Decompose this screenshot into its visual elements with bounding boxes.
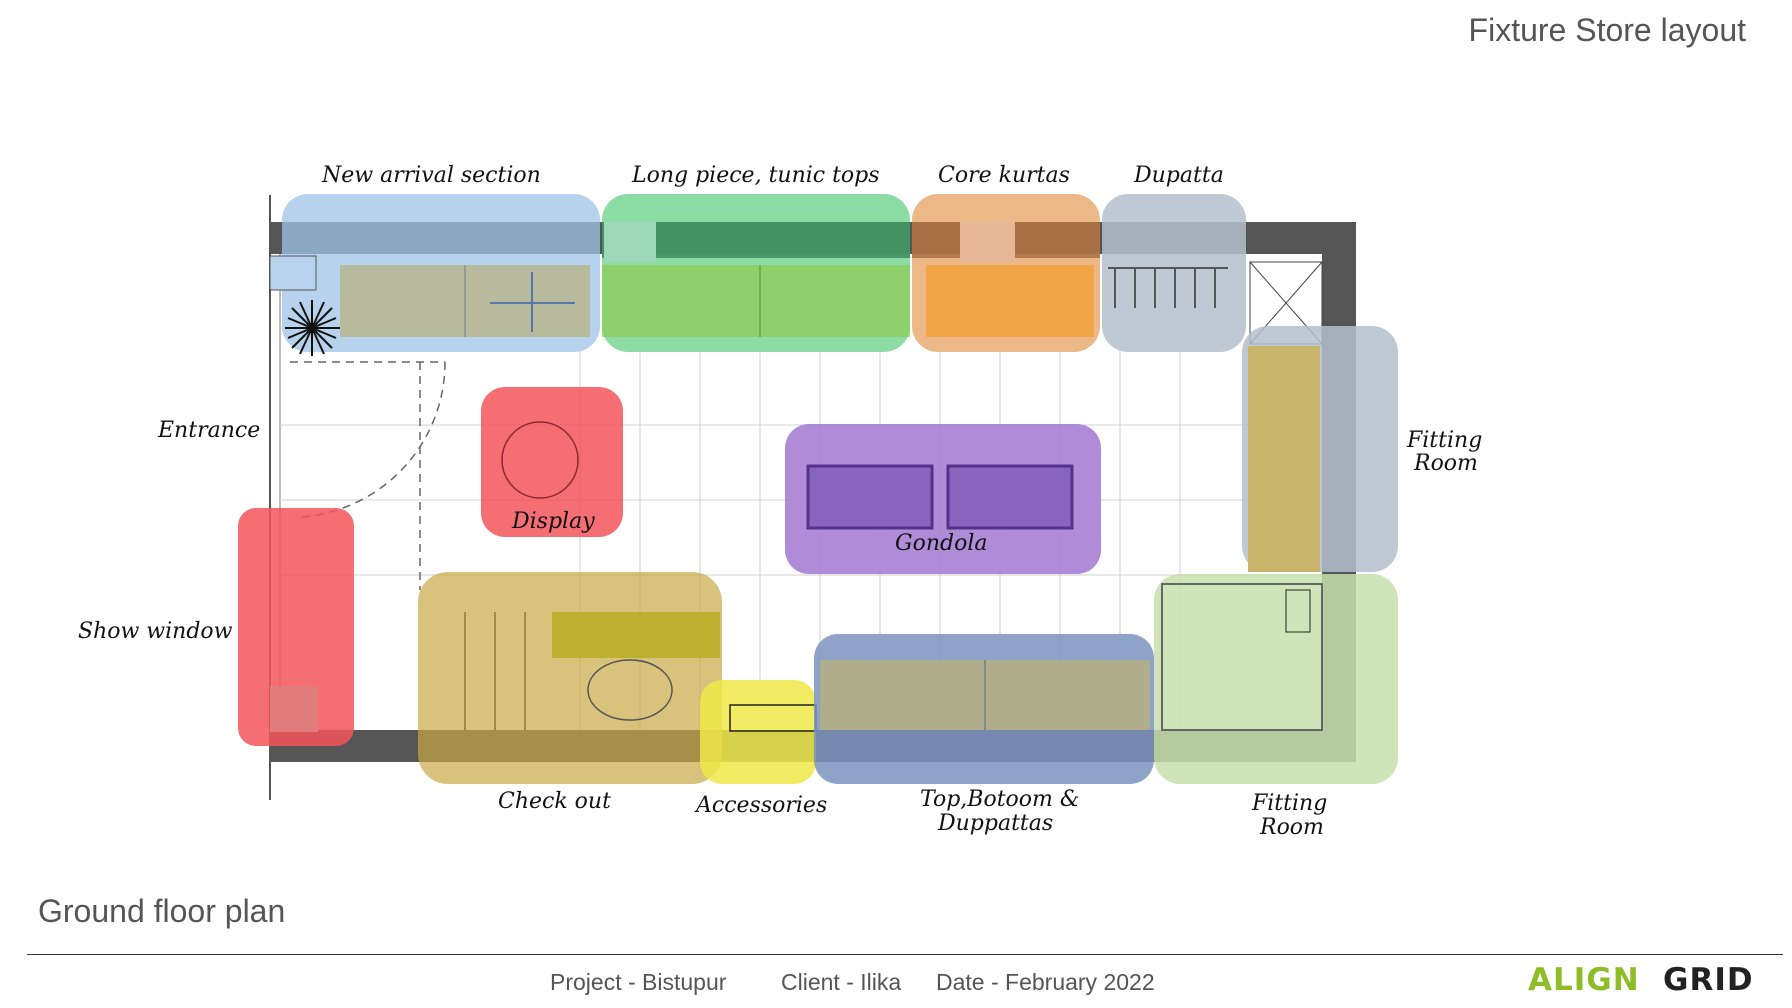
label-display: Display: [511, 509, 595, 534]
plant-icon: [285, 300, 340, 356]
label-long-piece: Long piece, tunic tops: [631, 163, 880, 188]
label-show-window: Show window: [78, 619, 233, 644]
zone-accessories: [700, 680, 817, 784]
zone-show-window: [238, 508, 354, 746]
footer-client: Client - Ilika: [781, 969, 902, 995]
footer-date: Date - February 2022: [936, 969, 1155, 995]
label-fitting-room-1-line2: Room: [1413, 451, 1478, 476]
align-grid-logo: ALIGN GRID: [1528, 962, 1754, 996]
label-dupatta: Dupatta: [1133, 163, 1224, 188]
zone-core-kurtas: [912, 194, 1100, 352]
label-check-out: Check out: [498, 789, 611, 814]
logo-align: ALIGN: [1528, 962, 1640, 996]
zone-display: [481, 387, 623, 537]
floor-plan-diagram: New arrival section Long piece, tunic to…: [78, 163, 1482, 840]
label-fitting-room-2-line1: Fitting: [1251, 791, 1327, 816]
footer-divider: [27, 954, 1783, 955]
page-title: Fixture Store layout: [1468, 12, 1746, 48]
label-new-arrival: New arrival section: [321, 163, 541, 188]
zone-fitting-room-2: [1154, 574, 1398, 784]
label-top-bottom-line2: Duppattas: [937, 811, 1053, 836]
zone-fitting-room-1: [1242, 326, 1398, 572]
label-fitting-room-2-line2: Room: [1259, 815, 1324, 840]
zone-new-arrival: [269, 194, 600, 352]
label-gondola: Gondola: [895, 531, 987, 556]
label-core-kurtas: Core kurtas: [938, 163, 1070, 188]
label-top-bottom-line1: Top,Botoom &: [920, 787, 1079, 812]
label-fitting-room-1-line1: Fitting: [1406, 428, 1482, 453]
label-accessories: Accessories: [694, 793, 827, 818]
zone-long-piece: [602, 194, 910, 352]
zone-top-bottom: [814, 634, 1154, 784]
zone-dupatta: [1102, 194, 1246, 352]
plan-subtitle: Ground floor plan: [38, 893, 286, 929]
footer-project: Project - Bistupur: [550, 969, 727, 995]
label-entrance: Entrance: [157, 418, 260, 443]
logo-grid: GRID: [1663, 962, 1754, 996]
zone-gondola: [785, 424, 1101, 574]
zone-check-out: [418, 572, 722, 784]
